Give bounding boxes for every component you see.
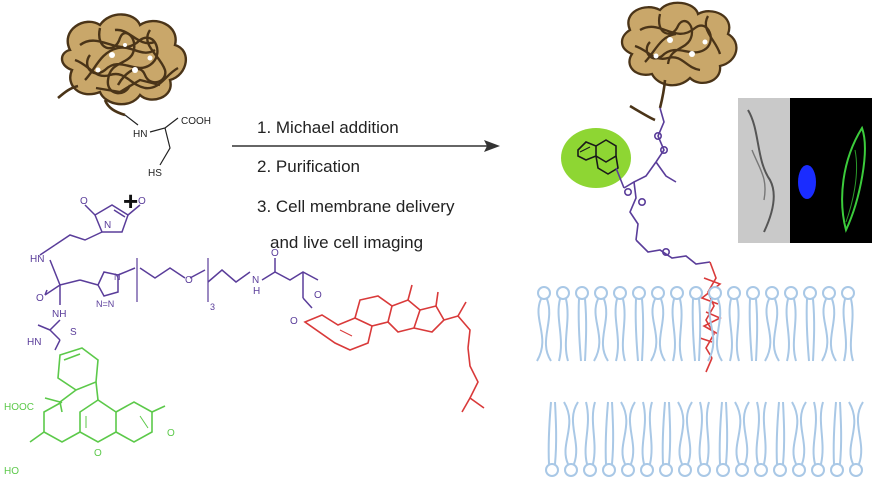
lipid-molecule: [613, 286, 627, 362]
lipid-molecule: [620, 401, 636, 477]
fluorescein-left: [29, 347, 166, 443]
lipid-molecule: [593, 286, 609, 362]
lipid-molecule: [830, 401, 844, 477]
label-peg-o: O: [185, 275, 193, 286]
lipid-molecule: [677, 401, 693, 477]
label-linker-hn: HN: [30, 254, 44, 265]
label-fluor-o-ketone: O: [167, 428, 175, 439]
lipid-molecule: [841, 286, 855, 362]
lipid-molecule: [848, 401, 864, 477]
lipid-molecule: [773, 401, 787, 477]
label-maleimide-n: N: [104, 220, 111, 231]
lipid-molecule: [791, 401, 807, 477]
protein-blob-left-hole: [95, 43, 153, 73]
step-1-label: 1. Michael addition: [257, 118, 399, 137]
cholesterol-left: [303, 284, 485, 413]
lipid-molecule: [707, 286, 723, 362]
linker-structure: [37, 204, 319, 351]
protein-blob-right-hole: [653, 37, 708, 59]
label-amide-h: H: [253, 286, 260, 297]
label-hn: HN: [133, 129, 147, 140]
lipid-molecule: [803, 286, 817, 362]
lipid-molecule: [575, 286, 589, 362]
cysteine-fragment: [124, 114, 179, 166]
label-succ-o2: O: [314, 290, 322, 301]
label-maleimide-o-bottom: O: [138, 196, 146, 207]
plus-sign: +: [123, 186, 138, 216]
label-linker-hn-thio: HN: [27, 337, 41, 348]
lipid-molecule: [632, 286, 646, 362]
label-ester-o: O: [290, 316, 298, 327]
lipid-molecule: [670, 286, 684, 362]
lipid-molecule: [727, 286, 741, 362]
lipid-molecule: [583, 401, 597, 477]
label-linker-s: S: [70, 327, 77, 338]
step-2-label: 2. Purification: [257, 157, 360, 176]
label-triazole-n: N: [114, 272, 121, 282]
lipid-molecule: [734, 401, 750, 477]
lipid-molecule: [545, 401, 559, 477]
lipid-molecule: [764, 286, 780, 362]
microscopy-inset: [738, 98, 872, 243]
label-peg-subscript: 3: [210, 302, 215, 312]
label-linker-o: O: [36, 293, 44, 304]
label-amide-n: N: [252, 275, 259, 286]
label-linker-nh: NH: [52, 309, 66, 320]
label-hs: HS: [148, 168, 162, 179]
lipid-molecule: [602, 401, 616, 477]
lipid-molecule: [697, 401, 711, 477]
lipid-molecule: [659, 401, 673, 477]
lipid-molecule: [746, 286, 760, 362]
lipid-molecule: [716, 401, 730, 477]
label-succ-o1: O: [271, 248, 279, 259]
lipid-molecule: [811, 401, 825, 477]
lipid-molecule: [563, 401, 579, 477]
step-3-label: 3. Cell membrane delivery: [257, 197, 455, 216]
label-ho: HO: [4, 466, 19, 477]
lipid-molecule: [754, 401, 768, 477]
label-hooc: HOOC: [4, 402, 34, 413]
reaction-arrow: [232, 140, 500, 152]
label-triazole-nn: N=N: [96, 299, 114, 309]
lipid-molecule: [784, 286, 798, 362]
lipid-molecule: [556, 286, 570, 362]
label-fluor-o-ring: O: [94, 448, 102, 459]
label-maleimide-o-top: O: [80, 196, 88, 207]
lipid-molecule: [689, 286, 703, 362]
linker-chain-right: [615, 107, 711, 265]
lipid-molecule: [650, 286, 666, 362]
protein-blob-right: [620, 1, 738, 122]
label-cooh: COOH: [181, 116, 211, 127]
lipid-molecule: [821, 286, 837, 362]
step-3-continuation: and live cell imaging: [270, 233, 423, 252]
lipid-bilayer: [536, 286, 864, 477]
protein-blob-left: [57, 13, 187, 117]
lipid-molecule: [536, 286, 552, 362]
fluorophore-ellipse: [561, 128, 631, 188]
lipid-molecule: [640, 401, 654, 477]
